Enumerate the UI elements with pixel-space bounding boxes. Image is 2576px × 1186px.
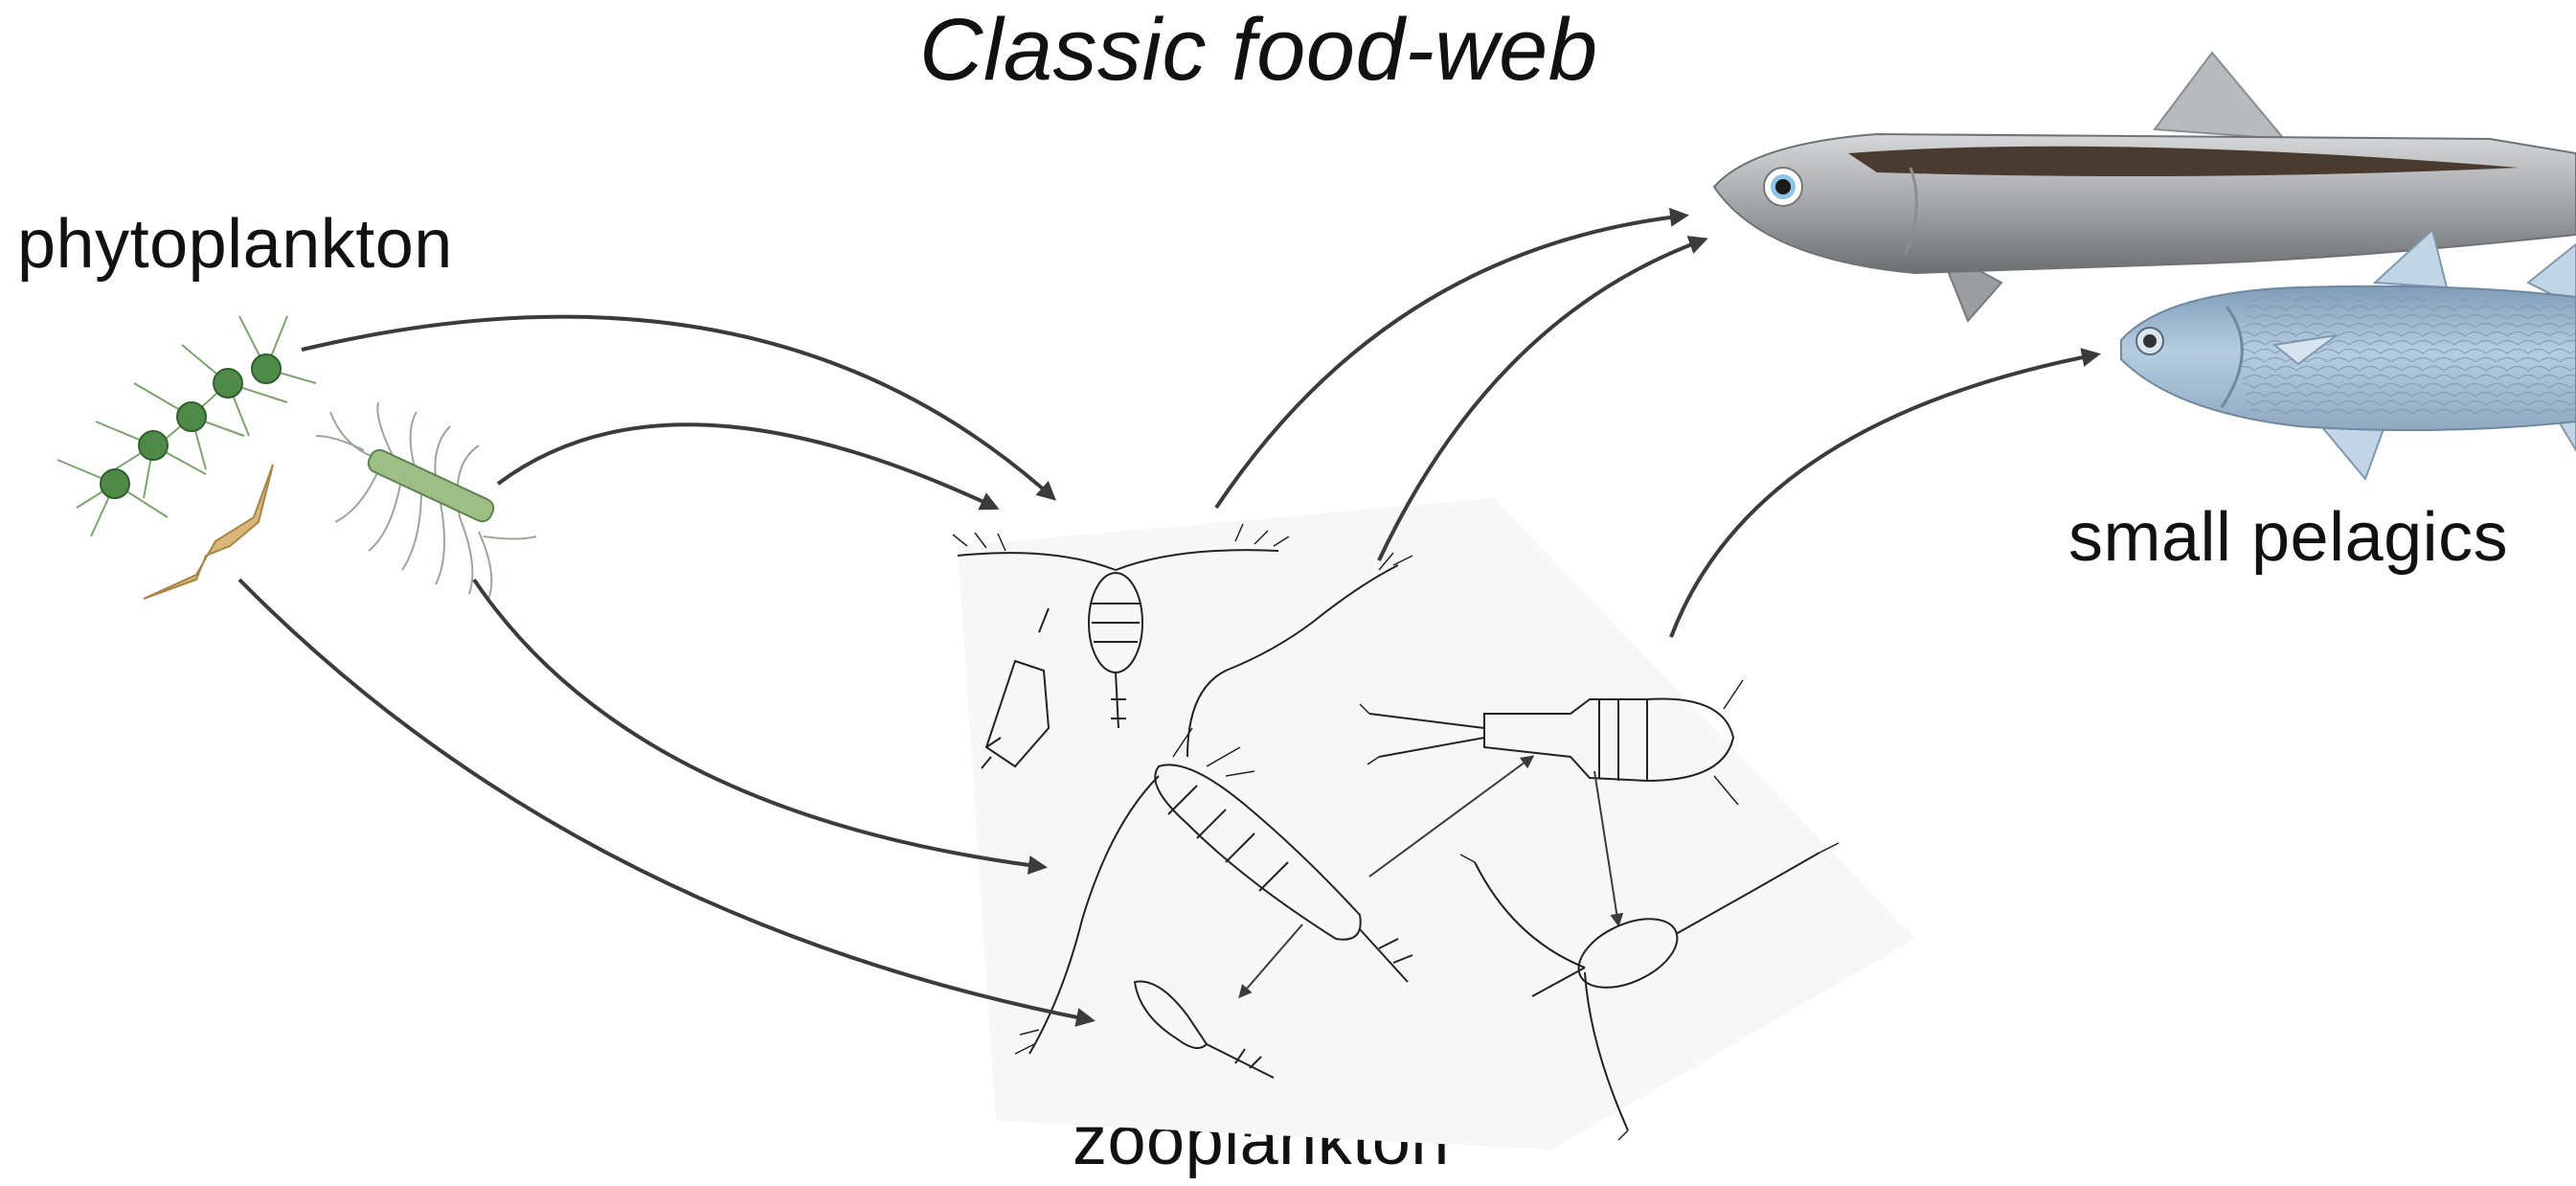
arrow-phyto-to-zoo	[239, 580, 1092, 1020]
setose-diatom-icon	[316, 402, 536, 599]
herring-icon	[2121, 230, 2576, 479]
zooplankton-paper-background	[958, 498, 1915, 1150]
arrow-phyto-to-zoo	[498, 424, 996, 508]
arrow-zoo-to-fish	[1216, 216, 1685, 508]
chain-diatom-icon	[57, 316, 316, 536]
arrow-zoo-to-fish	[1671, 354, 2097, 637]
dinoflagellate-icon	[144, 465, 273, 599]
anchovy-icon	[1714, 53, 2576, 321]
arrow-phyto-to-zoo	[474, 580, 1044, 867]
